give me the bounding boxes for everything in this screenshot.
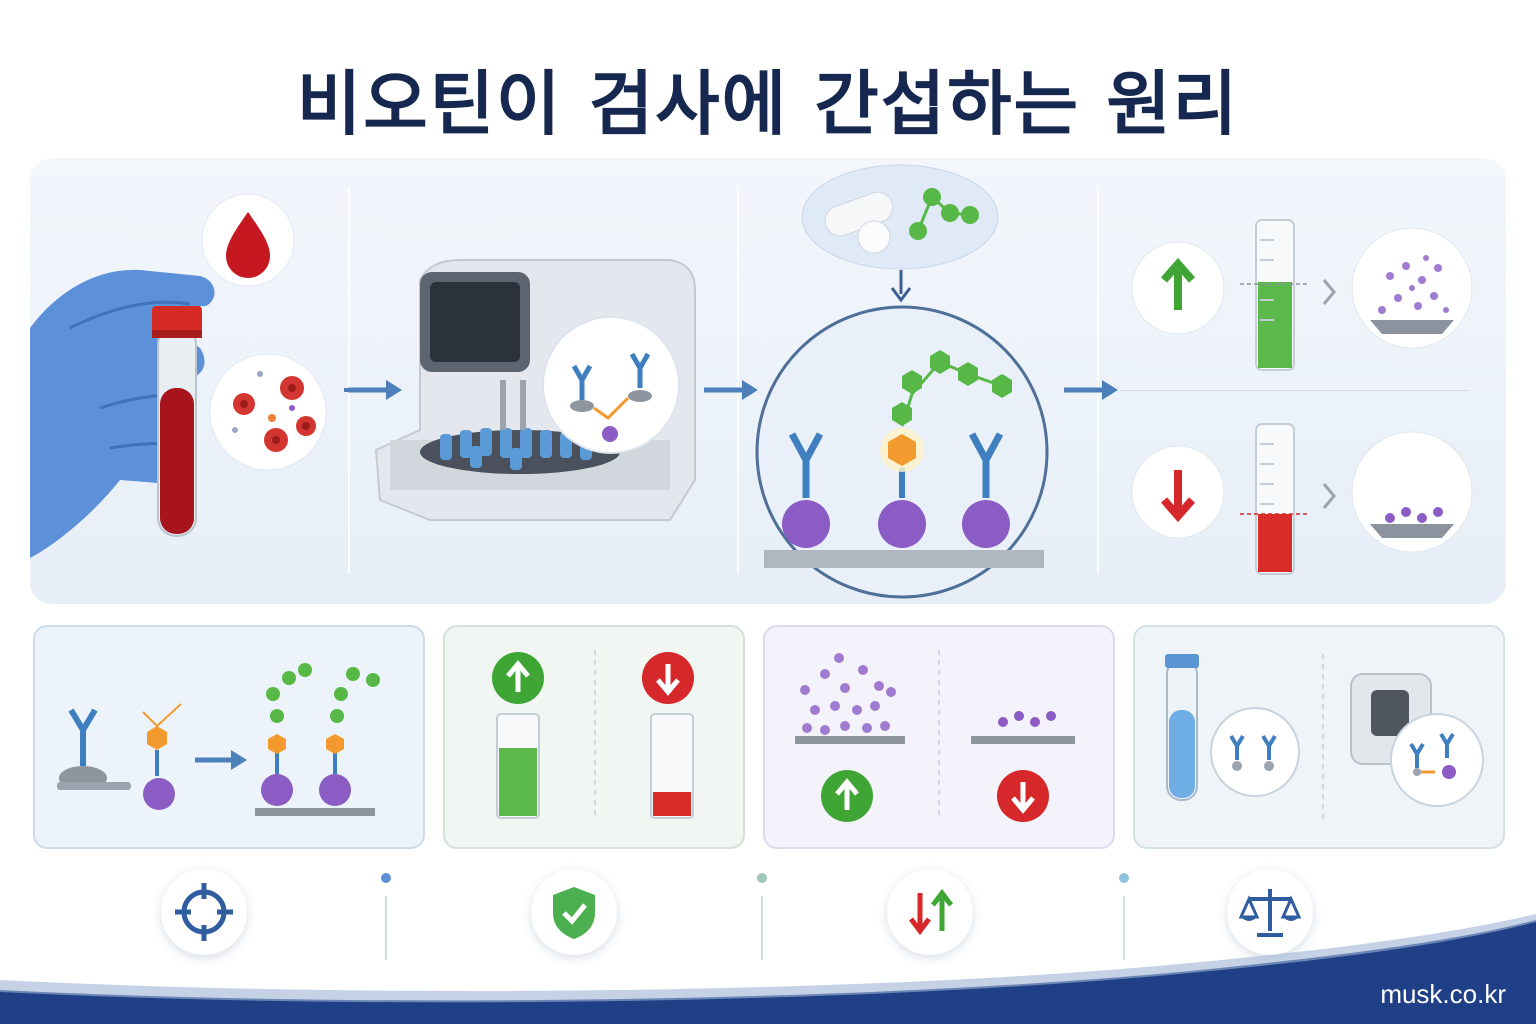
test-types-icon — [1165, 654, 1484, 820]
timeline-separator — [1119, 873, 1129, 960]
result-up-icon — [1131, 219, 1473, 371]
result-divider — [1120, 390, 1470, 391]
timeline-separator — [757, 873, 767, 960]
arrow-icon — [1064, 380, 1118, 400]
step-sample-collection — [30, 193, 398, 558]
biotin-binding-icon — [755, 305, 1049, 599]
footer-wave — [0, 914, 1536, 1024]
target-icon — [161, 869, 247, 955]
blood-tube-icon — [152, 306, 202, 537]
signal-compare-icon — [795, 650, 1075, 822]
pill-icon — [801, 164, 999, 270]
up-down-arrows-icon — [887, 869, 973, 955]
page-title: 비오틴이 검사에 간섭하는 원리 — [296, 63, 1240, 145]
blood-drop-icon — [201, 193, 295, 287]
arrow-icon — [704, 380, 758, 400]
down-arrow-icon — [890, 270, 912, 303]
binding-compare-icon — [57, 663, 380, 816]
divider — [348, 188, 350, 574]
antibody — [788, 432, 1004, 498]
shield-check-icon — [531, 869, 617, 955]
timeline-separator — [381, 873, 391, 960]
divider — [1097, 188, 1099, 574]
blood-cells-icon — [209, 353, 327, 471]
site-url[interactable]: musk.co.kr — [1380, 979, 1506, 1009]
divider — [737, 188, 739, 574]
level-compare-icon — [492, 650, 694, 820]
antibody-complex-icon — [542, 316, 680, 454]
balance-scale-icon — [1227, 869, 1313, 955]
result-down-icon — [1131, 423, 1473, 575]
arrow-icon — [348, 380, 402, 400]
